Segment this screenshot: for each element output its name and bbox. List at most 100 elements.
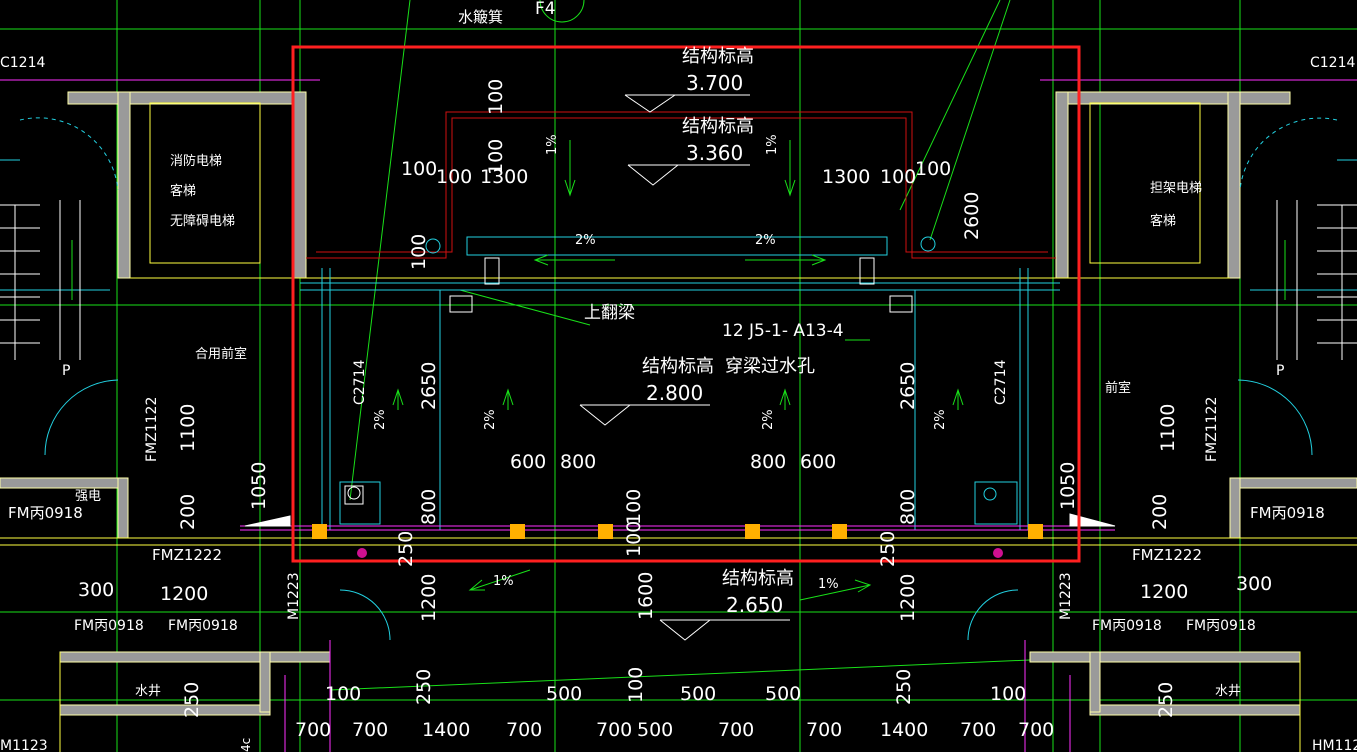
fm0918-b: FM丙0918 — [168, 618, 238, 634]
dim-v-200-b: 200 — [1149, 494, 1171, 530]
stairs — [0, 200, 1357, 360]
dim-v-2600: 2600 — [961, 192, 983, 240]
dim-1200-b: 1200 — [1140, 581, 1188, 603]
dim-v-800-a: 800 — [418, 489, 440, 525]
room-left: 合用前室 — [195, 346, 247, 362]
dim-100-a: 100 — [401, 158, 437, 180]
dim-300-b: 300 — [1236, 573, 1272, 595]
beam-label: 上翻梁 — [584, 303, 635, 323]
dim-v-1600: 1600 — [635, 572, 657, 620]
elev1-value: 3.700 — [686, 71, 743, 95]
dim-v-100-b: 100 — [485, 139, 507, 175]
elev4-title: 结构标高 — [722, 568, 794, 589]
dim-v-250-e: 250 — [181, 682, 203, 718]
dim-700-h: 700 — [1018, 719, 1054, 741]
slope-2pct-f: 2% — [933, 409, 948, 430]
columns — [312, 524, 1043, 539]
slope-2pct-a: 2% — [575, 233, 596, 248]
dim-v-100-e: 100 — [623, 521, 645, 557]
dim-v-1100-b: 1100 — [1157, 404, 1179, 452]
elev4-value: 2.650 — [726, 593, 783, 617]
dim-v-800-b: 800 — [897, 489, 919, 525]
dim-300-a: 300 — [78, 579, 114, 601]
elev3-note: 穿梁过水孔 — [725, 356, 815, 377]
highlight-box — [291, 45, 1081, 563]
label-c1214-right: C1214 — [1310, 55, 1355, 71]
m1223-right: M1223 — [1058, 572, 1074, 620]
elev3-title: 结构标高 — [642, 356, 714, 377]
c2714-right: C2714 — [993, 360, 1009, 405]
room-right: 前室 — [1105, 380, 1131, 396]
lift-left-3: 无障碍电梯 — [170, 214, 235, 229]
fmz1122-left: FMZ1122 — [144, 397, 160, 462]
drains — [357, 548, 1003, 558]
dim-700-c: 700 — [506, 719, 542, 741]
elev1-title: 结构标高 — [682, 46, 754, 67]
fm0918-left-box: FM丙0918 — [8, 504, 83, 522]
dim-v-250-c: 250 — [413, 669, 435, 705]
water-well-left: 水井 — [135, 684, 161, 699]
room-p-left: P — [62, 363, 70, 379]
dim-100-b: 100 — [436, 166, 472, 188]
slope-1pct-a: 1% — [545, 134, 560, 155]
slope-arrows — [71, 140, 1286, 601]
dim-800-b: 800 — [750, 451, 786, 473]
dim-700-f: 700 — [806, 719, 842, 741]
elev3-value: 2.800 — [646, 381, 703, 405]
dim-500-a: 500 — [546, 683, 582, 705]
slope-2pct-c: 2% — [373, 409, 388, 430]
stack-char: 4c — [239, 738, 253, 752]
water-well-right: 水井 — [1215, 684, 1241, 699]
m1223-left: M1223 — [286, 572, 302, 620]
dim-1400-a: 1400 — [422, 719, 470, 741]
dim-v-100-d: 100 — [623, 489, 645, 525]
dim-1300-b: 1300 — [822, 166, 870, 188]
dim-500-b: 500 — [680, 683, 716, 705]
dim-v-250-f: 250 — [1155, 682, 1177, 718]
dim-1400-b: 1400 — [880, 719, 928, 741]
detail-ref: 12 J5-1- A13-4 — [722, 321, 844, 341]
dim-700-a: 700 — [295, 719, 331, 741]
slope-2pct-d: 2% — [483, 409, 498, 430]
elev2-value: 3.360 — [686, 141, 743, 165]
dim-v-1200-b: 1200 — [897, 574, 919, 622]
strong-elec: 强电 — [75, 489, 101, 504]
dim-v-100-c: 100 — [408, 234, 430, 270]
lift-left-1: 消防电梯 — [170, 153, 222, 169]
dim-v-100-a: 100 — [485, 79, 507, 115]
dim-500-d: 500 — [637, 719, 673, 741]
dim-600-b: 600 — [800, 451, 836, 473]
slope-2pct-e: 2% — [761, 409, 776, 430]
dim-v-100-f: 100 — [625, 667, 647, 703]
dim-100-c: 100 — [880, 166, 916, 188]
dim-v-1200-a: 1200 — [418, 574, 440, 622]
dim-500-c: 500 — [765, 683, 801, 705]
yellow-lines — [0, 102, 1357, 752]
white-details — [244, 236, 1116, 527]
dim-v-2650-a: 2650 — [418, 362, 440, 410]
lift-right-1: 担架电梯 — [1150, 181, 1202, 196]
dim-700-e: 700 — [718, 719, 754, 741]
label-top-partial: 水簸箕 — [458, 8, 503, 26]
elevation-markers — [579, 94, 790, 641]
dim-800-a: 800 — [560, 451, 596, 473]
dim-700-g: 700 — [960, 719, 996, 741]
c2714-left: C2714 — [352, 360, 368, 405]
lift-right-2: 客梯 — [1150, 213, 1176, 229]
dim-100-d: 100 — [915, 158, 951, 180]
dim-v-1050-b: 1050 — [1057, 462, 1079, 510]
slope-1pct-d: 1% — [818, 577, 839, 592]
dim-v-1050-a: 1050 — [248, 462, 270, 510]
fmz1122-right: FMZ1122 — [1204, 397, 1220, 462]
elev2-title: 结构标高 — [682, 116, 754, 137]
dim-1300-a: 1300 — [480, 166, 528, 188]
fm0918-c: FM丙0918 — [1092, 618, 1162, 634]
fm0918-d: FM丙0918 — [1186, 618, 1256, 634]
dim-1200-a: 1200 — [160, 583, 208, 605]
dim-v-250-d: 250 — [893, 669, 915, 705]
dim-v-250-b: 250 — [877, 531, 899, 567]
fm0918-a: FM丙0918 — [74, 618, 144, 634]
label-m1123: M1123 — [0, 738, 48, 752]
